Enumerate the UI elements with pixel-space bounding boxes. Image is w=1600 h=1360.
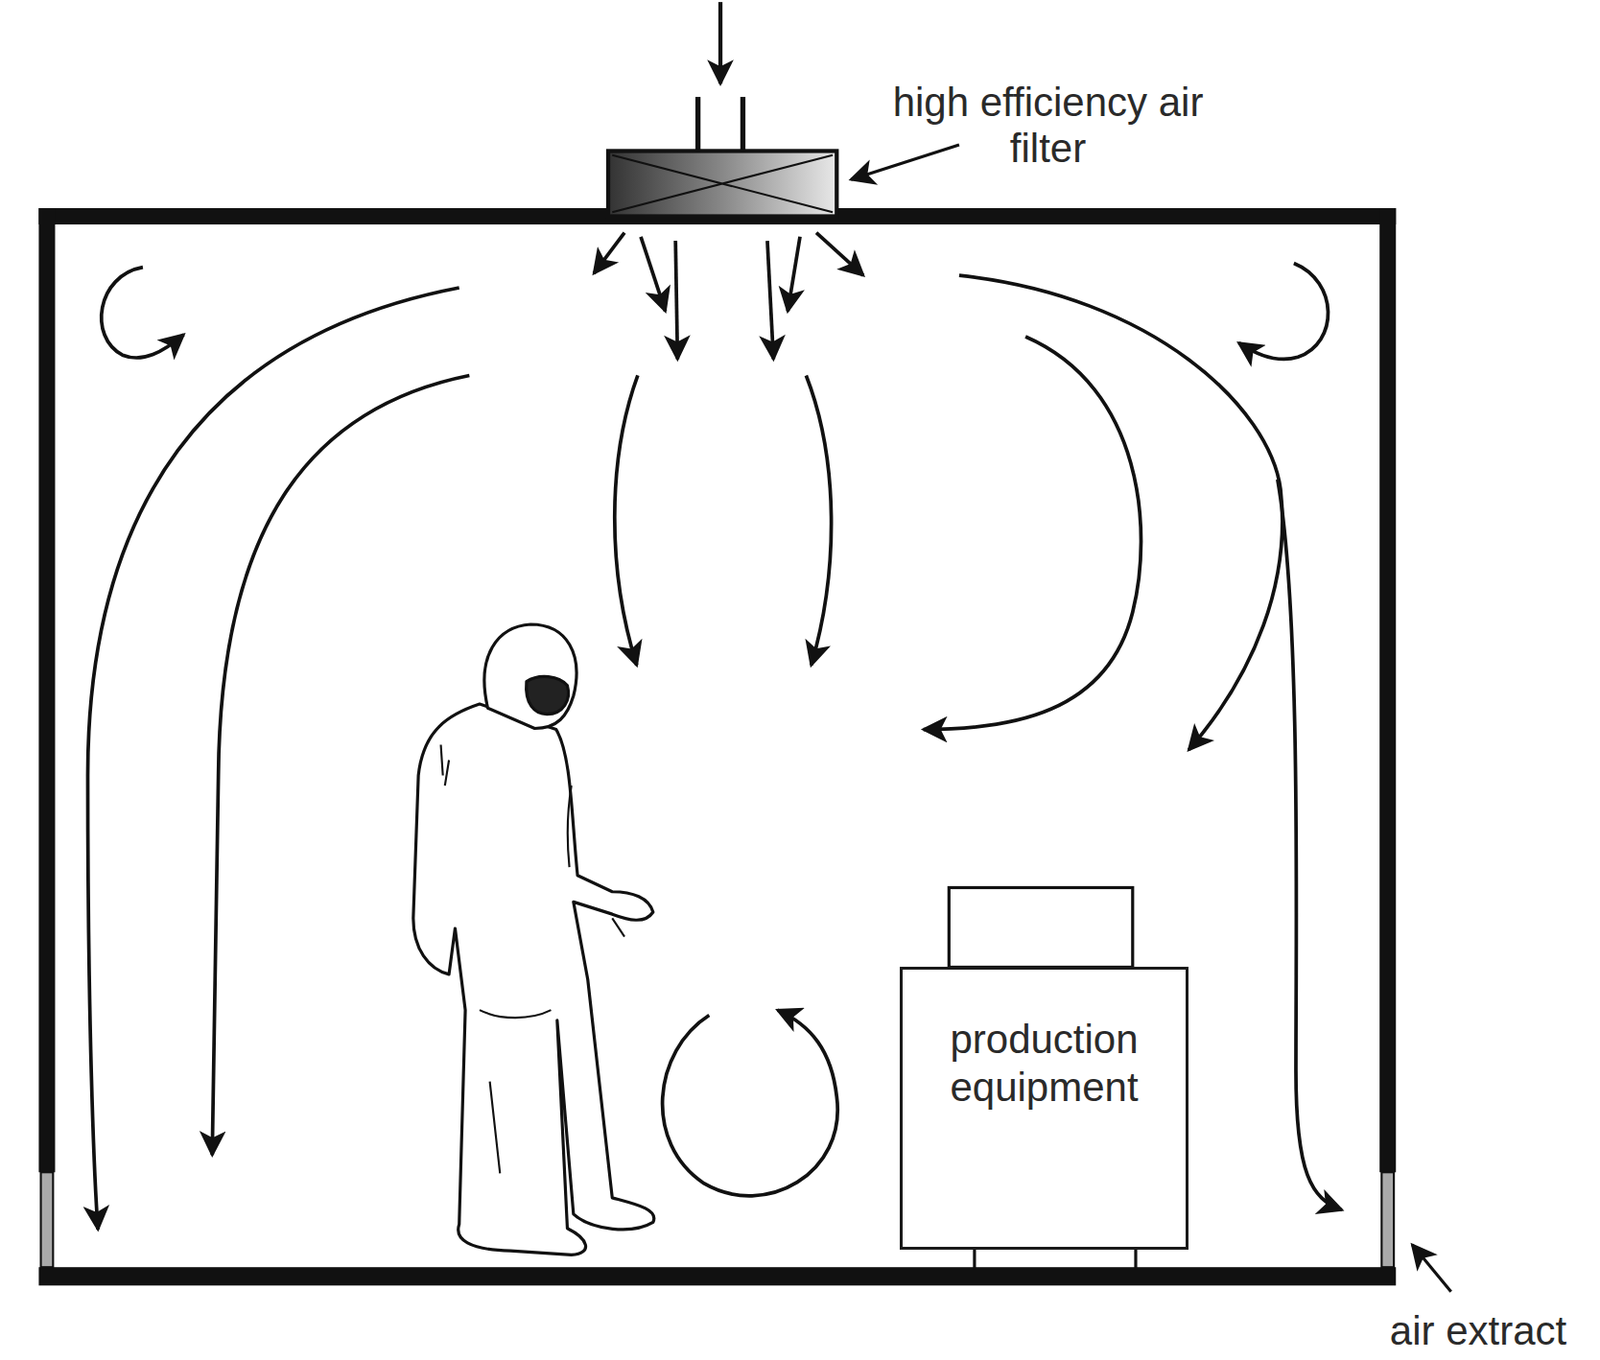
room-walls: [38, 208, 1396, 1286]
inlet-duct: [698, 96, 744, 154]
filter-callout: high efficiency air filter: [879, 79, 1217, 173]
air-filter: [608, 150, 837, 216]
leader-arrow: [850, 144, 960, 180]
extract-opening: [41, 1172, 1395, 1268]
extract-callout: air extract: [1366, 1308, 1590, 1355]
leader-arrow: [1411, 1245, 1451, 1293]
node-label: production equipment: [914, 1015, 1175, 1113]
operator-figure: [413, 624, 655, 1255]
equipment-box: production equipment: [899, 966, 1189, 1250]
inlet-arrow: [718, 1, 723, 84]
